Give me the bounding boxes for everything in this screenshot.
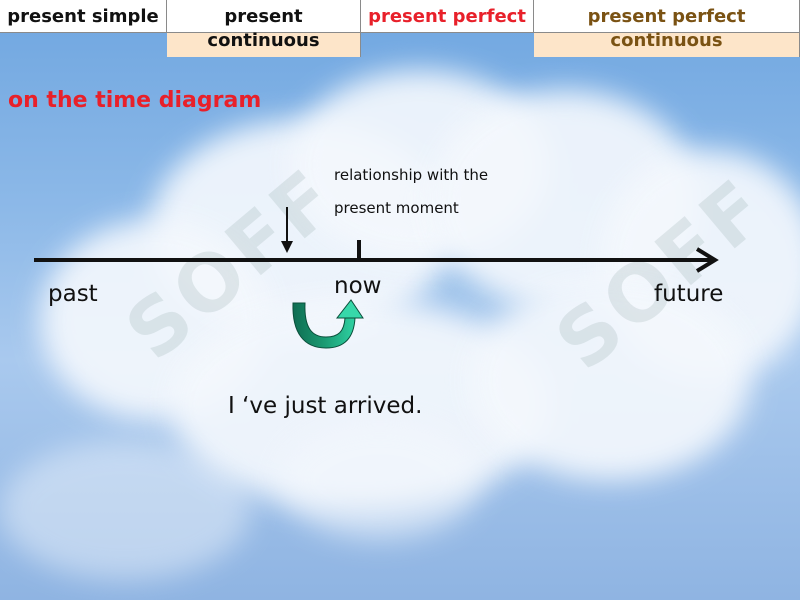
example-sentence: I ‘ve just arrived. xyxy=(228,393,423,419)
tab-label-line2: continuous xyxy=(610,30,723,51)
tab-present-perfect[interactable]: present perfect xyxy=(361,0,534,33)
tab-label: present perfect xyxy=(368,6,526,27)
timeline-label-now: now xyxy=(334,273,382,299)
curved-arrow-icon xyxy=(292,299,364,349)
tab-strip xyxy=(167,0,360,33)
tab-present-continuous[interactable]: present continuous xyxy=(167,0,361,57)
tense-tabs: present simple present continuous presen… xyxy=(0,0,800,57)
cloud xyxy=(470,280,750,480)
tab-present-simple[interactable]: present simple xyxy=(0,0,167,33)
tab-label-line1: present xyxy=(224,6,303,27)
down-arrow-icon xyxy=(281,207,293,253)
relationship-note-line1: relationship with the xyxy=(334,166,489,184)
cloud xyxy=(0,440,250,580)
timeline-label-past: past xyxy=(48,281,98,307)
tab-label-line1: present perfect xyxy=(587,6,746,27)
timeline-label-future: future xyxy=(654,281,724,307)
tab-label: present simple xyxy=(7,6,159,27)
tab-label-line2: continuous xyxy=(207,30,320,51)
tab-present-perfect-continuous[interactable]: present perfect continuous xyxy=(534,0,800,57)
timeline-arrowhead xyxy=(695,247,719,273)
tab-strip xyxy=(534,0,799,33)
cloud xyxy=(280,420,480,540)
relationship-note-line2: present moment xyxy=(334,199,459,217)
section-heading: on the time diagram xyxy=(8,88,262,113)
